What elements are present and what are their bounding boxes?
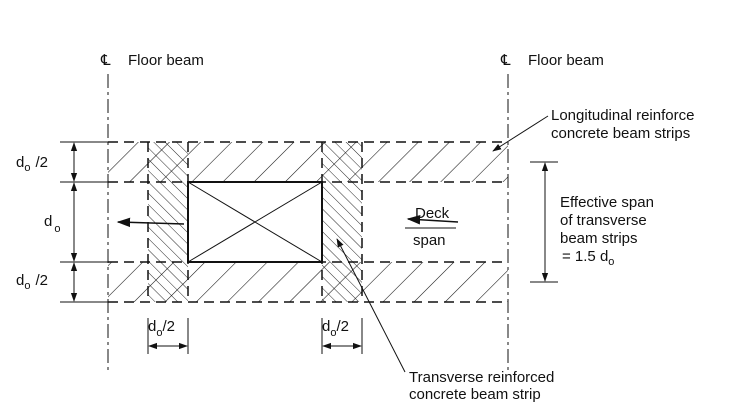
dim-half-bottom-sub: o: [24, 280, 30, 292]
dim-half-bottom-label: do/2: [16, 272, 48, 292]
left-centerline-symbol: ℄: [100, 52, 111, 69]
left-deck-arrow: [116, 217, 185, 228]
dim-full-sub: o: [54, 223, 60, 235]
deck-label: Deck: [415, 205, 450, 222]
transverse-leader: [336, 238, 406, 373]
dim-half-right-suffix: /2: [336, 318, 349, 335]
longitudinal-label-line-1: Longitudinal reinforce: [551, 107, 694, 124]
dim-half-right-sub: o: [330, 327, 336, 339]
dim-half-top-main: d: [16, 154, 24, 171]
effective-span-value-sub: o: [608, 256, 614, 268]
dim-half-bottom-suffix: /2: [35, 272, 48, 289]
right-deck-arrow: [406, 215, 459, 225]
right-transverse-strip: [322, 142, 362, 302]
span-label: span: [413, 232, 446, 249]
dim-half-left-sub: o: [156, 327, 162, 339]
right-floor-beam-label: Floor beam: [528, 52, 604, 69]
right-centerline-symbol: ℄: [500, 52, 511, 69]
dim-half-left-suffix: /2: [162, 318, 175, 335]
transverse-label-line-1: Transverse reinforced: [409, 369, 554, 386]
effective-span-line-3: beam strips: [560, 230, 638, 247]
longitudinal-leader: [492, 115, 549, 152]
left-transverse-strip: [148, 142, 188, 302]
dim-half-right-label: do/2: [322, 318, 349, 339]
effective-span-line-2: of transverse: [560, 212, 647, 229]
dim-half-top-label: do/2: [16, 154, 48, 174]
longitudinal-label-line-2: concrete beam strips: [551, 125, 690, 142]
effective-span-line-1: Effective span: [560, 194, 654, 211]
dim-half-left-main: d: [148, 318, 156, 335]
effective-span-value: = 1.5 do: [562, 248, 614, 268]
dim-full-main: d: [44, 213, 52, 230]
left-floor-beam-label: Floor beam: [128, 52, 204, 69]
dim-half-bottom-main: d: [16, 272, 24, 289]
dim-half-top-sub: o: [24, 162, 30, 174]
transverse-label-line-2: concrete beam strip: [409, 386, 541, 403]
dim-half-top-suffix: /2: [35, 154, 48, 171]
dim-half-left-label: do/2: [148, 318, 175, 339]
dim-half-right-main: d: [322, 318, 330, 335]
opening-diagonal: [187, 181, 323, 263]
effective-span-value-main: = 1.5 d: [562, 248, 608, 265]
